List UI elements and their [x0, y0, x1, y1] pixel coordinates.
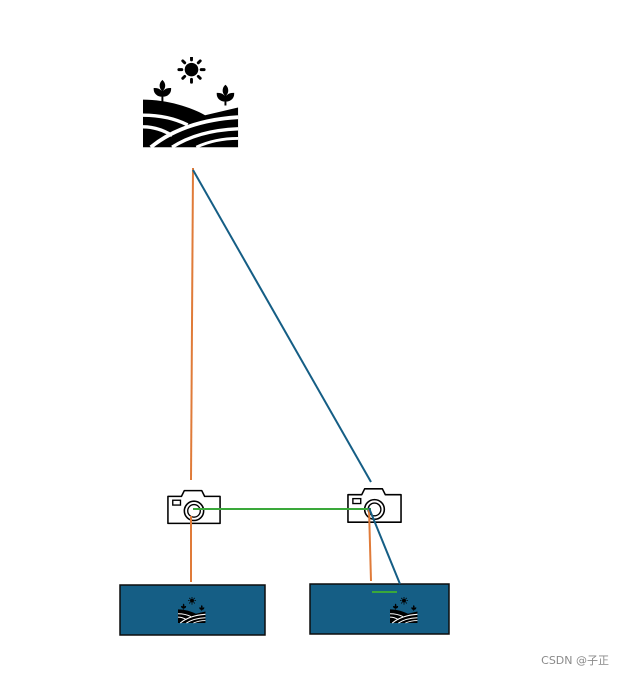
camera-icon [347, 487, 402, 524]
camera-icon [167, 489, 221, 525]
image-plane-left [119, 584, 266, 636]
ray-scene-to-left-camera [190, 167, 194, 481]
ray-right-camera-to-image-orange [368, 508, 372, 582]
ray-scene-to-right-camera [192, 169, 372, 483]
watermark: CSDN @子正 [541, 654, 609, 667]
ray-right-camera-to-image-blue [368, 507, 401, 585]
landscape-icon [143, 57, 238, 147]
